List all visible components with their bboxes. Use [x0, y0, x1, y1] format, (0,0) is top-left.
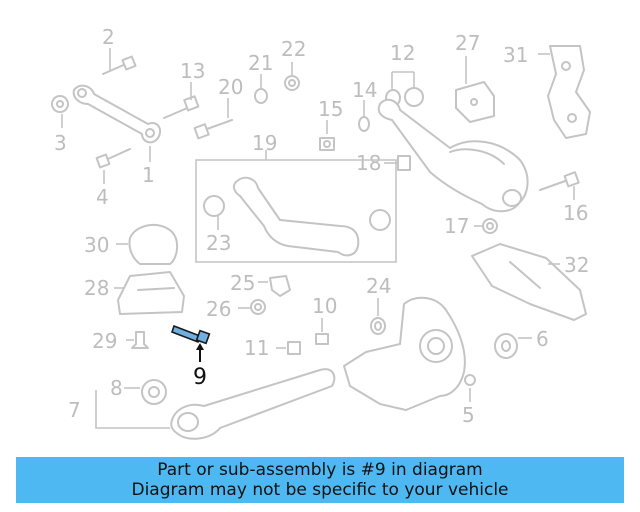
part-27-bracket — [455, 56, 495, 123]
part-3-nut — [51, 95, 69, 128]
label-14[interactable]: 14 — [352, 78, 377, 102]
part-9-bolt-highlighted[interactable] — [170, 324, 211, 362]
label-15[interactable]: 15 — [318, 97, 343, 121]
label-3[interactable]: 3 — [54, 131, 67, 155]
label-7[interactable]: 7 — [68, 398, 81, 422]
label-12[interactable]: 12 — [390, 41, 415, 65]
label-24[interactable]: 24 — [366, 274, 391, 298]
label-25[interactable]: 25 — [230, 271, 255, 295]
part-2-bolt — [102, 48, 137, 75]
notice-line-2: Diagram may not be specific to your vehi… — [131, 480, 509, 500]
part-6-bushing — [494, 333, 532, 359]
part-13-bolt — [163, 82, 200, 119]
label-16[interactable]: 16 — [563, 201, 588, 225]
label-21[interactable]: 21 — [248, 51, 273, 75]
label-9-highlighted[interactable]: 9 — [193, 365, 207, 390]
part-30-cover — [116, 223, 178, 265]
part-19-assembly-box — [195, 150, 397, 263]
part-16-bolt — [539, 171, 580, 200]
label-31[interactable]: 31 — [503, 43, 528, 67]
label-1[interactable]: 1 — [142, 163, 155, 187]
part-15-nut — [319, 120, 335, 151]
part-26-nut — [238, 299, 266, 315]
part-20-bolt — [193, 98, 233, 140]
part-21-washer — [254, 74, 268, 104]
label-8[interactable]: 8 — [110, 376, 123, 400]
label-27[interactable]: 27 — [455, 31, 480, 55]
part-31-bracket — [538, 45, 591, 139]
label-6[interactable]: 6 — [536, 327, 549, 351]
label-22[interactable]: 22 — [281, 37, 306, 61]
part-10-bolt — [315, 318, 329, 345]
part-4-bolt — [95, 148, 131, 184]
part-24-washer — [370, 298, 386, 335]
label-18[interactable]: 18 — [356, 151, 381, 175]
label-19[interactable]: 19 — [252, 131, 277, 155]
part-14-washer — [358, 100, 370, 132]
part-11-bolt — [276, 341, 301, 355]
notice-banner: Part or sub-assembly is #9 in diagram Di… — [16, 457, 624, 503]
label-28[interactable]: 28 — [84, 276, 109, 300]
label-23[interactable]: 23 — [206, 231, 231, 255]
label-4[interactable]: 4 — [96, 185, 109, 209]
part-25-clip — [258, 275, 291, 297]
part-29-stud — [126, 331, 149, 349]
part-18-bolt — [384, 155, 411, 171]
part-28-mount — [114, 271, 185, 315]
label-5[interactable]: 5 — [462, 403, 475, 427]
part-8-bushing — [124, 379, 167, 405]
part-5-knuckle — [343, 296, 476, 411]
label-30[interactable]: 30 — [84, 233, 109, 257]
label-17[interactable]: 17 — [444, 214, 469, 238]
part-22-nut — [284, 62, 300, 91]
part-32-panel — [471, 243, 587, 321]
label-26[interactable]: 26 — [206, 297, 231, 321]
label-32[interactable]: 32 — [564, 253, 589, 277]
notice-line-1: Part or sub-assembly is #9 in diagram — [157, 460, 483, 480]
label-29[interactable]: 29 — [92, 329, 117, 353]
label-13[interactable]: 13 — [180, 59, 205, 83]
part-7-trailing-arm — [95, 368, 336, 440]
part-17-nut — [474, 218, 498, 234]
label-2[interactable]: 2 — [102, 25, 115, 49]
parts-diagram: 2 3 1 4 13 20 21 — [51, 25, 591, 440]
label-10[interactable]: 10 — [312, 294, 337, 318]
part-1-link-arm — [72, 84, 162, 162]
label-20[interactable]: 20 — [218, 75, 243, 99]
lower-control-arm — [377, 98, 529, 213]
label-11[interactable]: 11 — [244, 336, 269, 360]
